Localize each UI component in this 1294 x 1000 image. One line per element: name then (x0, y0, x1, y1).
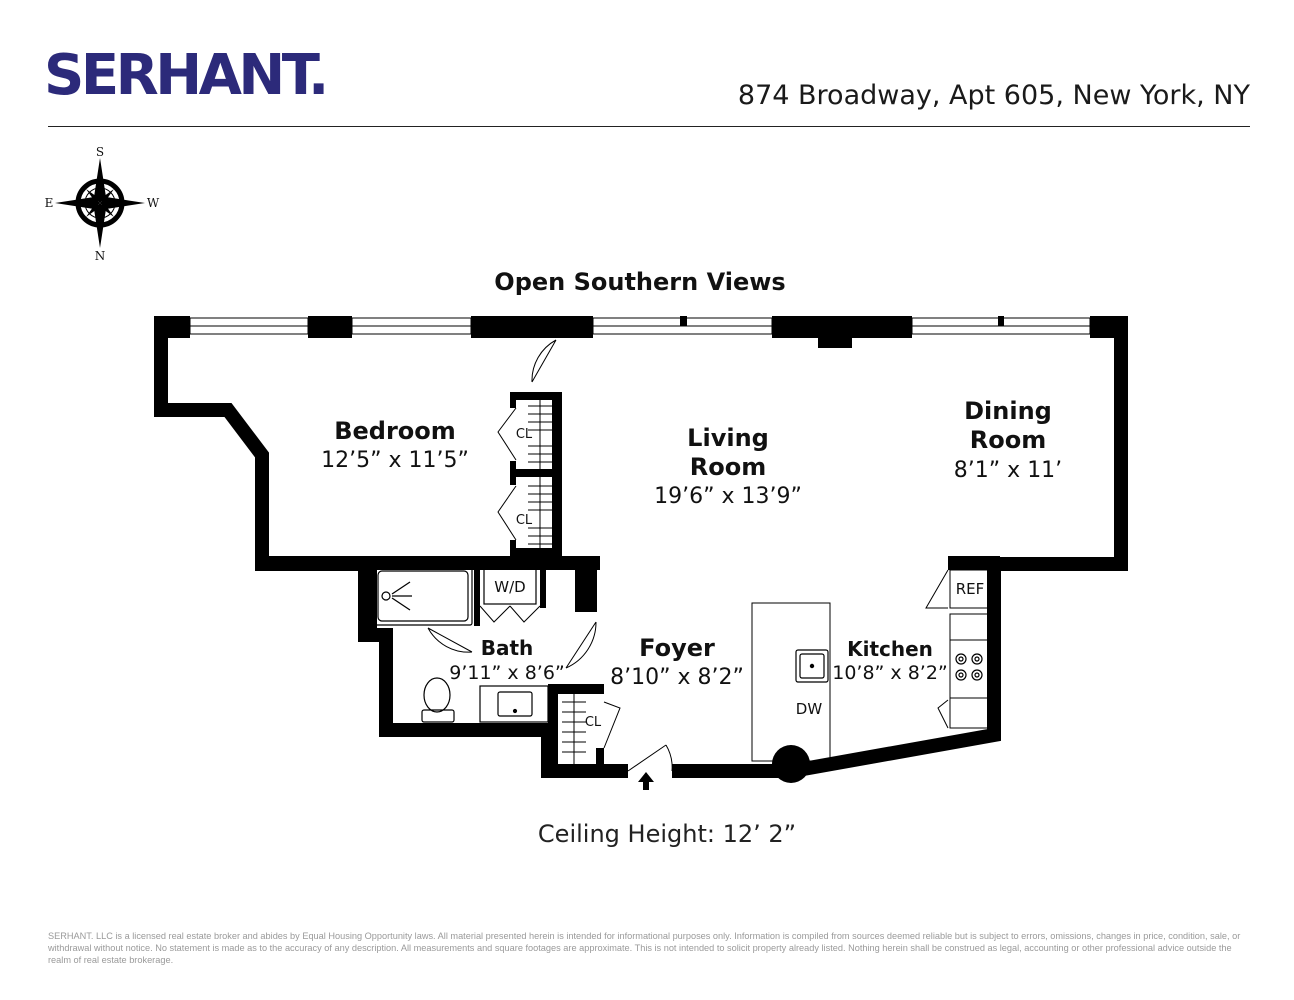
vanity-sink-icon (479, 685, 549, 723)
compass-west-label: W (147, 196, 160, 210)
ceiling-height-label: Ceiling Height: 12’ 2” (538, 820, 796, 848)
toilet-icon (421, 677, 455, 723)
closet-label-2: CL (516, 513, 533, 528)
bedroom-dims: 12’5” x 11’5” (321, 448, 469, 473)
bath-dims: 9’11” x 8’6” (449, 662, 565, 684)
interior-walls (262, 392, 1000, 774)
living-room-dims: 19’6” x 13’9” (654, 484, 802, 509)
legal-disclaimer: SERHANT. LLC is a licensed real estate b… (48, 931, 1241, 965)
kitchen-sink-icon (795, 649, 829, 683)
washer-dryer-icon (483, 567, 537, 605)
compass-north-label: N (95, 249, 106, 263)
compass-south-label: S (96, 145, 104, 159)
kitchen-label: Kitchen (847, 637, 933, 661)
kitchen-dims: 10’8” x 8’2” (832, 662, 948, 684)
compass-rose-icon (55, 158, 145, 248)
windows (189, 317, 1091, 335)
cooktop-icon (955, 653, 983, 681)
door-swings (427, 339, 949, 772)
exterior-walls (154, 316, 1128, 348)
column (772, 745, 810, 783)
kitchen-island (751, 602, 831, 762)
brand-logo: SERHANT. (44, 43, 329, 108)
bedroom-label: Bedroom (334, 417, 456, 445)
bath-label: Bath (481, 636, 534, 660)
refrigerator-label: REF (956, 580, 985, 598)
entry-arrow-icon (638, 772, 654, 790)
compass-east-label: E (45, 196, 54, 210)
property-address: 874 Broadway, Apt 605, New York, NY (737, 80, 1250, 111)
closet-label-3: CL (585, 715, 602, 730)
closet-label-1: CL (516, 427, 533, 442)
foyer-dims: 8’10” x 8’2” (610, 665, 744, 690)
dining-room-dims: 8’1” x 11’ (954, 458, 1062, 483)
bathtub-icon (373, 566, 473, 626)
foyer-label: Foyer (639, 634, 715, 662)
header-divider (48, 126, 1250, 127)
dishwasher-label: DW (796, 700, 823, 718)
washer-dryer-label: W/D (494, 578, 525, 596)
views-label: Open Southern Views (494, 268, 785, 296)
closet-shelving (528, 400, 586, 764)
living-room-label-line1: Living (687, 424, 769, 452)
counter-appliances (949, 569, 989, 729)
outline-walls (154, 316, 1128, 778)
living-room-label-line2: Room (690, 453, 766, 481)
dining-room-label-line2: Room (970, 426, 1046, 454)
dining-room-label-line1: Dining (964, 397, 1052, 425)
